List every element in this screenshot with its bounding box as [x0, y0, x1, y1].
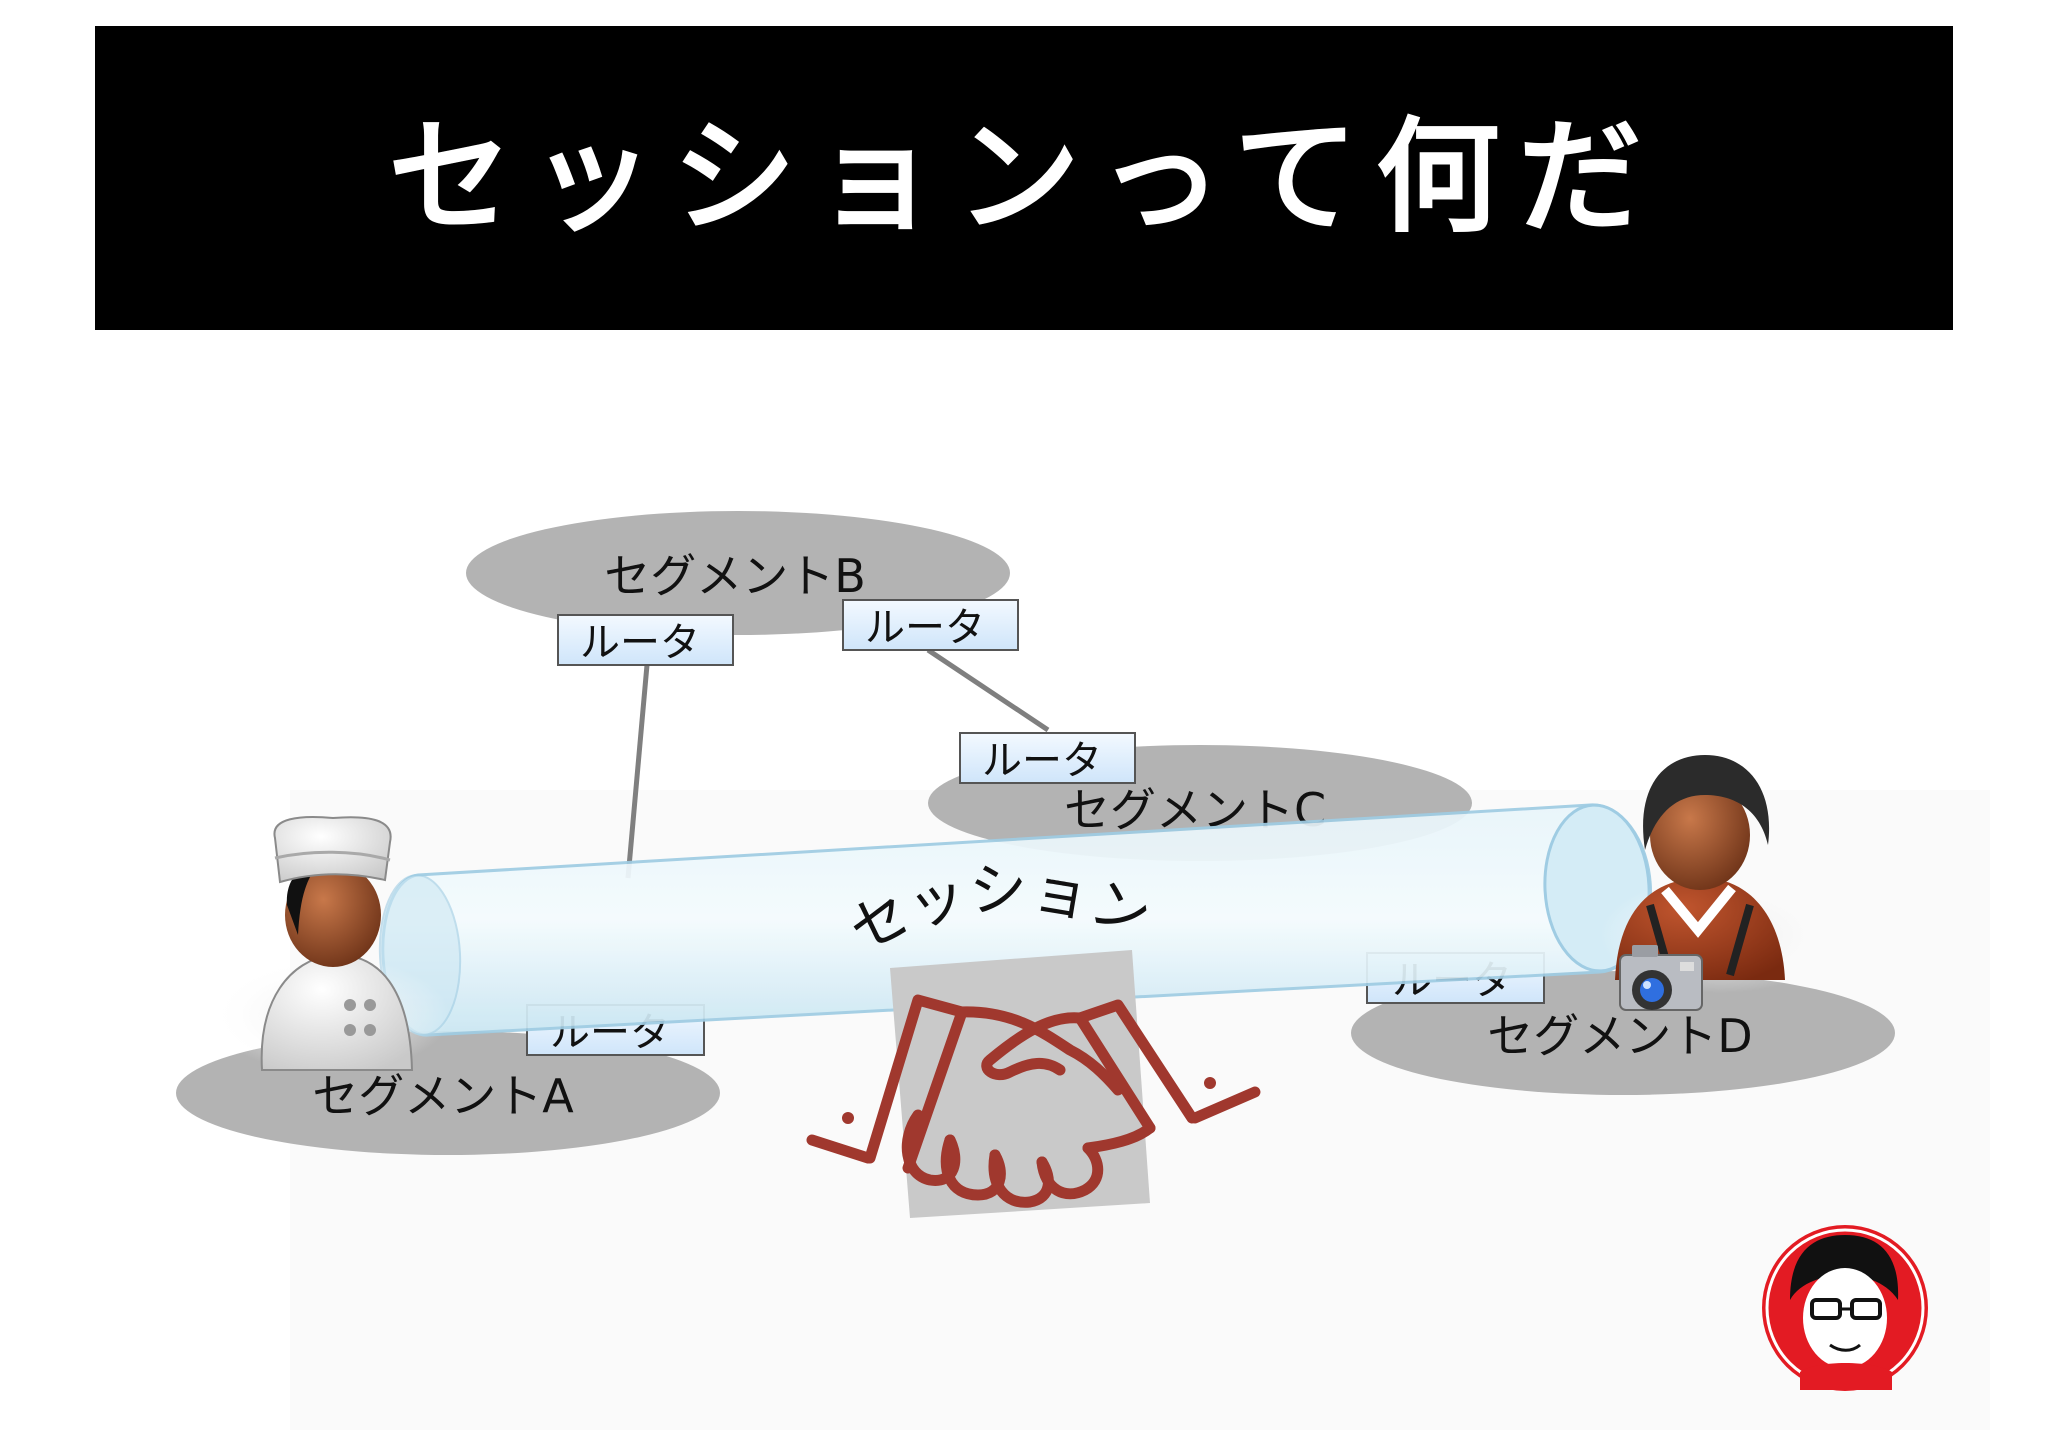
title-bar: セッションって何だ: [95, 26, 1953, 330]
slide-title: セッションって何だ: [388, 106, 1660, 250]
segment-a-label: セグメントA: [312, 1069, 574, 1123]
author-avatar-icon: [1762, 1225, 1928, 1391]
camera-icon: [1619, 945, 1703, 1011]
router-link-a-b: [625, 664, 650, 879]
session-pipe: [378, 803, 1652, 1037]
router-c: ルータ: [959, 732, 1136, 784]
segment-d-label: セグメントD: [1487, 1009, 1752, 1063]
router-c-label: ルータ: [982, 738, 1102, 784]
segment-b-label: セグメントB: [604, 549, 866, 603]
router-b1: ルータ: [557, 614, 734, 666]
router-b1-label: ルータ: [580, 620, 700, 666]
chef-person-icon: [210, 816, 450, 1073]
router-b2: ルータ: [842, 599, 1019, 651]
handshake-icon: [806, 950, 1261, 1218]
router-link-b-c: [926, 647, 1050, 733]
router-b2-label: ルータ: [865, 605, 985, 651]
